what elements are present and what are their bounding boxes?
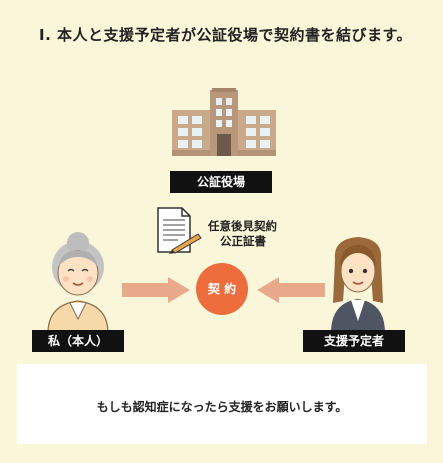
document-label: 任意後見契約 公正証書 bbox=[208, 219, 288, 249]
supporter-label: 支援予定者 bbox=[303, 330, 405, 352]
request-message: もしも認知症になったら支援をお願いします。 bbox=[96, 400, 348, 414]
request-message-box: もしも認知症になったら支援をお願いします。 bbox=[17, 364, 427, 444]
arrow-left-icon bbox=[257, 277, 325, 303]
page-title: Ⅰ. 本人と支援予定者が公証役場で契約書を結びます。 bbox=[39, 26, 413, 44]
businesswoman-icon bbox=[331, 237, 385, 333]
contract-circle: 契 約 bbox=[196, 263, 248, 315]
elderly-woman-icon bbox=[47, 232, 109, 333]
notary-office-label: 公証役場 bbox=[170, 171, 272, 193]
document-label-line2: 公正証書 bbox=[220, 234, 266, 248]
arrow-right-icon bbox=[122, 277, 190, 303]
principal-label: 私（本人） bbox=[32, 330, 124, 352]
building-icon bbox=[172, 88, 276, 156]
document-pen-icon bbox=[157, 207, 202, 254]
document-label-line1: 任意後見契約 bbox=[208, 219, 277, 233]
